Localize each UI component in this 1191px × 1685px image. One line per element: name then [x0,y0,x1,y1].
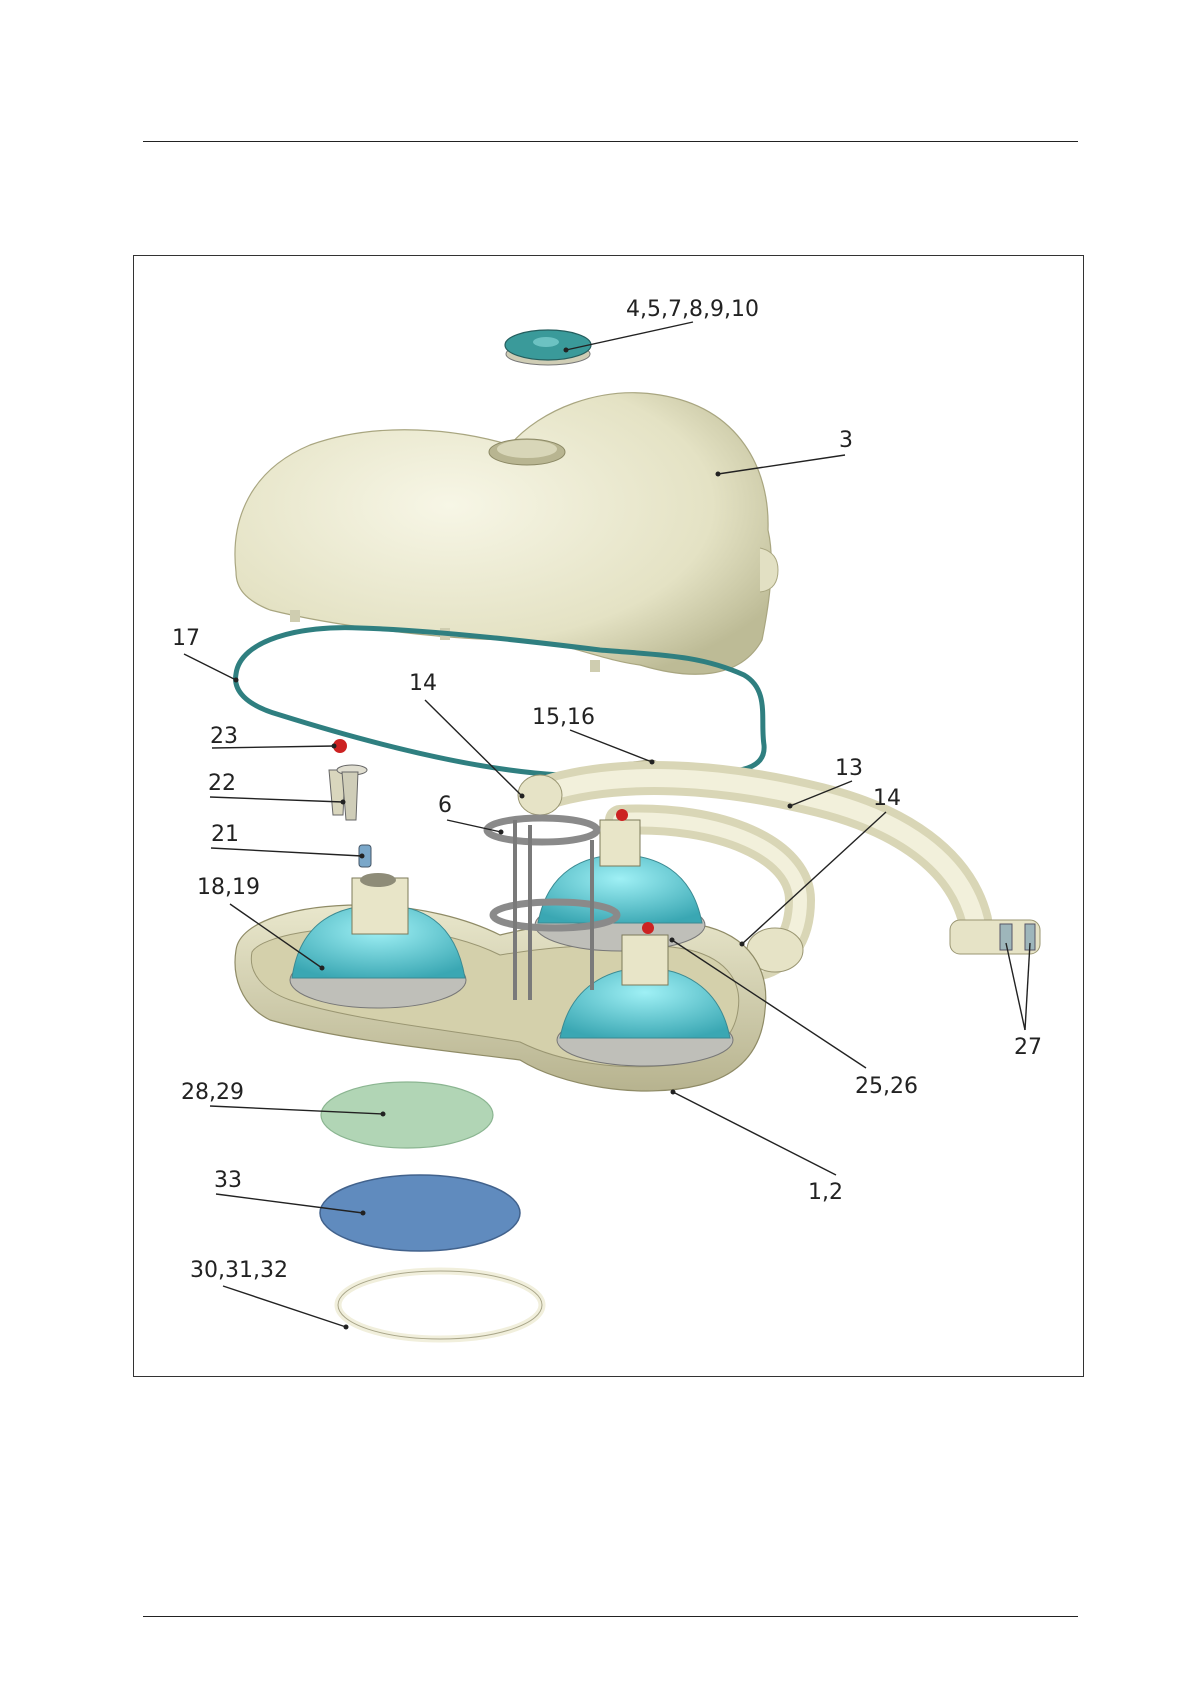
callout-4-10: 4,5,7,8,9,10 [564,297,759,353]
svg-text:30,31,32: 30,31,32 [190,1258,288,1283]
lamp-components [329,739,371,867]
svg-text:28,29: 28,29 [181,1080,244,1105]
svg-text:21: 21 [211,822,239,847]
callout-22: 22 [208,771,346,805]
svg-text:1,2: 1,2 [808,1180,843,1205]
blue-filter [320,1175,520,1251]
callout-6: 6 [438,793,504,835]
svg-text:3: 3 [839,428,853,453]
callout-14a: 14 [409,671,525,799]
svg-text:6: 6 [438,793,452,818]
callout-15-16: 15,16 [532,705,655,765]
footer-rule [143,1616,1078,1617]
svg-text:15,16: 15,16 [532,705,595,730]
svg-text:14: 14 [873,786,901,811]
svg-text:25,26: 25,26 [855,1074,918,1099]
callout-30-32: 30,31,32 [190,1258,349,1330]
svg-text:22: 22 [208,771,236,796]
callout-27: 27 [1006,943,1042,1060]
svg-text:33: 33 [214,1168,242,1193]
svg-text:14: 14 [409,671,437,696]
svg-text:27: 27 [1014,1035,1042,1060]
svg-text:13: 13 [835,756,863,781]
light-dome-left [290,873,466,1008]
callout-1-2: 1,2 [671,1090,844,1206]
callout-21: 21 [211,822,365,859]
svg-text:18,19: 18,19 [197,875,260,900]
svg-text:17: 17 [172,626,200,651]
green-filter [321,1082,493,1148]
svg-text:23: 23 [210,724,238,749]
main-cover [235,393,778,674]
callout-17: 17 [172,626,239,683]
svg-text:4,5,7,8,9,10: 4,5,7,8,9,10 [626,297,759,322]
